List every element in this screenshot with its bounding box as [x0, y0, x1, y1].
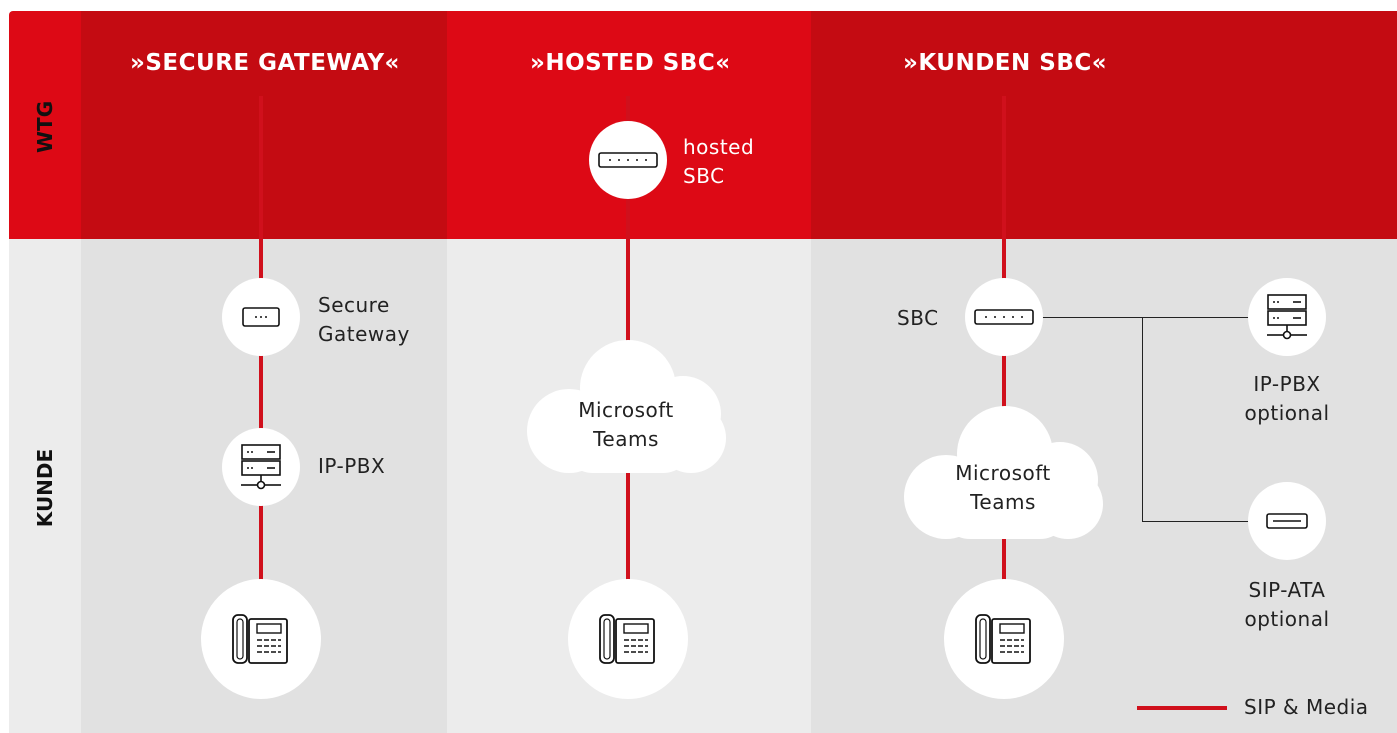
- row-label-kunde: KUNDE: [33, 448, 57, 528]
- optional-ip-pbx-node: [1248, 278, 1326, 356]
- teams-label-hosted-line2: Teams: [593, 427, 659, 451]
- teams-label-kunden-sbc: Microsoft Teams: [917, 459, 1089, 517]
- cloud-icon-hosted-sbc: [527, 340, 726, 473]
- sip-ata-device-icon: [1266, 513, 1308, 529]
- optional-ip-pbx-label-line2: optional: [1244, 401, 1330, 425]
- connector-sbc-to-pbx: [1040, 317, 1250, 318]
- sip-line-kunden-sbc: [1002, 96, 1006, 616]
- phone-node-secure-gateway: [201, 579, 321, 699]
- sip-ata-label-line1: SIP-ATA: [1248, 578, 1326, 602]
- column-title-kunden-sbc: »KUNDEN SBC«: [903, 50, 1108, 76]
- phone-node-hosted-sbc: [568, 579, 688, 699]
- secure-gateway-label-line2: Gateway: [318, 322, 410, 346]
- hosted-sbc-label-line2: SBC: [683, 164, 725, 188]
- sip-ata-label-line2: optional: [1244, 607, 1330, 631]
- teams-label-kunden-line2: Teams: [970, 490, 1036, 514]
- column-title-secure-gateway: »SECURE GATEWAY«: [130, 50, 400, 76]
- desk-phone-icon: [975, 614, 1031, 664]
- row-label-wtg: WTG: [33, 100, 57, 153]
- hosted-sbc-label: hosted SBC: [683, 133, 754, 191]
- ip-pbx-label: IP-PBX: [318, 454, 386, 478]
- sbc-node: [965, 278, 1043, 356]
- secure-gateway-label-line1: Secure: [318, 293, 390, 317]
- desk-phone-icon: [599, 614, 655, 664]
- sbc-device-icon: [974, 309, 1034, 325]
- teams-label-hosted-line1: Microsoft: [578, 398, 674, 422]
- wtg-label-panel: [9, 11, 81, 239]
- secure-gateway-label: Secure Gateway: [318, 291, 410, 349]
- optional-ip-pbx-label-line1: IP-PBX: [1253, 372, 1321, 396]
- phone-node-kunden-sbc: [944, 579, 1064, 699]
- sbc-label: SBC: [897, 306, 939, 330]
- connector-branch-vertical: [1142, 317, 1143, 522]
- ip-pbx-server-icon: [241, 444, 281, 490]
- optional-ip-pbx-label: IP-PBX optional: [1222, 370, 1352, 428]
- ip-pbx-server-icon: [1267, 294, 1307, 340]
- hosted-sbc-label-line1: hosted: [683, 135, 755, 159]
- sbc-device-icon: [598, 152, 658, 168]
- sip-ata-label: SIP-ATA optional: [1222, 576, 1352, 634]
- ip-pbx-node: [222, 428, 300, 506]
- wtg-panel-secure-gateway: [81, 11, 447, 239]
- desk-phone-icon: [232, 614, 288, 664]
- legend-line-sip-media: [1137, 706, 1227, 710]
- hosted-sbc-node: [589, 121, 667, 199]
- kunde-label-panel: [9, 239, 81, 733]
- secure-gateway-node: [222, 278, 300, 356]
- teams-label-hosted-sbc: Microsoft Teams: [540, 396, 712, 454]
- legend-label-sip-media: SIP & Media: [1244, 695, 1369, 719]
- teams-label-kunden-line1: Microsoft: [955, 461, 1051, 485]
- sip-ata-node: [1248, 482, 1326, 560]
- wtg-panel-kunden-sbc: [811, 11, 1397, 239]
- sip-line-secure-gateway: [259, 96, 263, 616]
- gateway-device-icon: [242, 307, 280, 327]
- connector-to-ata: [1142, 521, 1250, 522]
- column-title-hosted-sbc: »HOSTED SBC«: [530, 50, 731, 76]
- cloud-icon-kunden-sbc: [904, 406, 1103, 539]
